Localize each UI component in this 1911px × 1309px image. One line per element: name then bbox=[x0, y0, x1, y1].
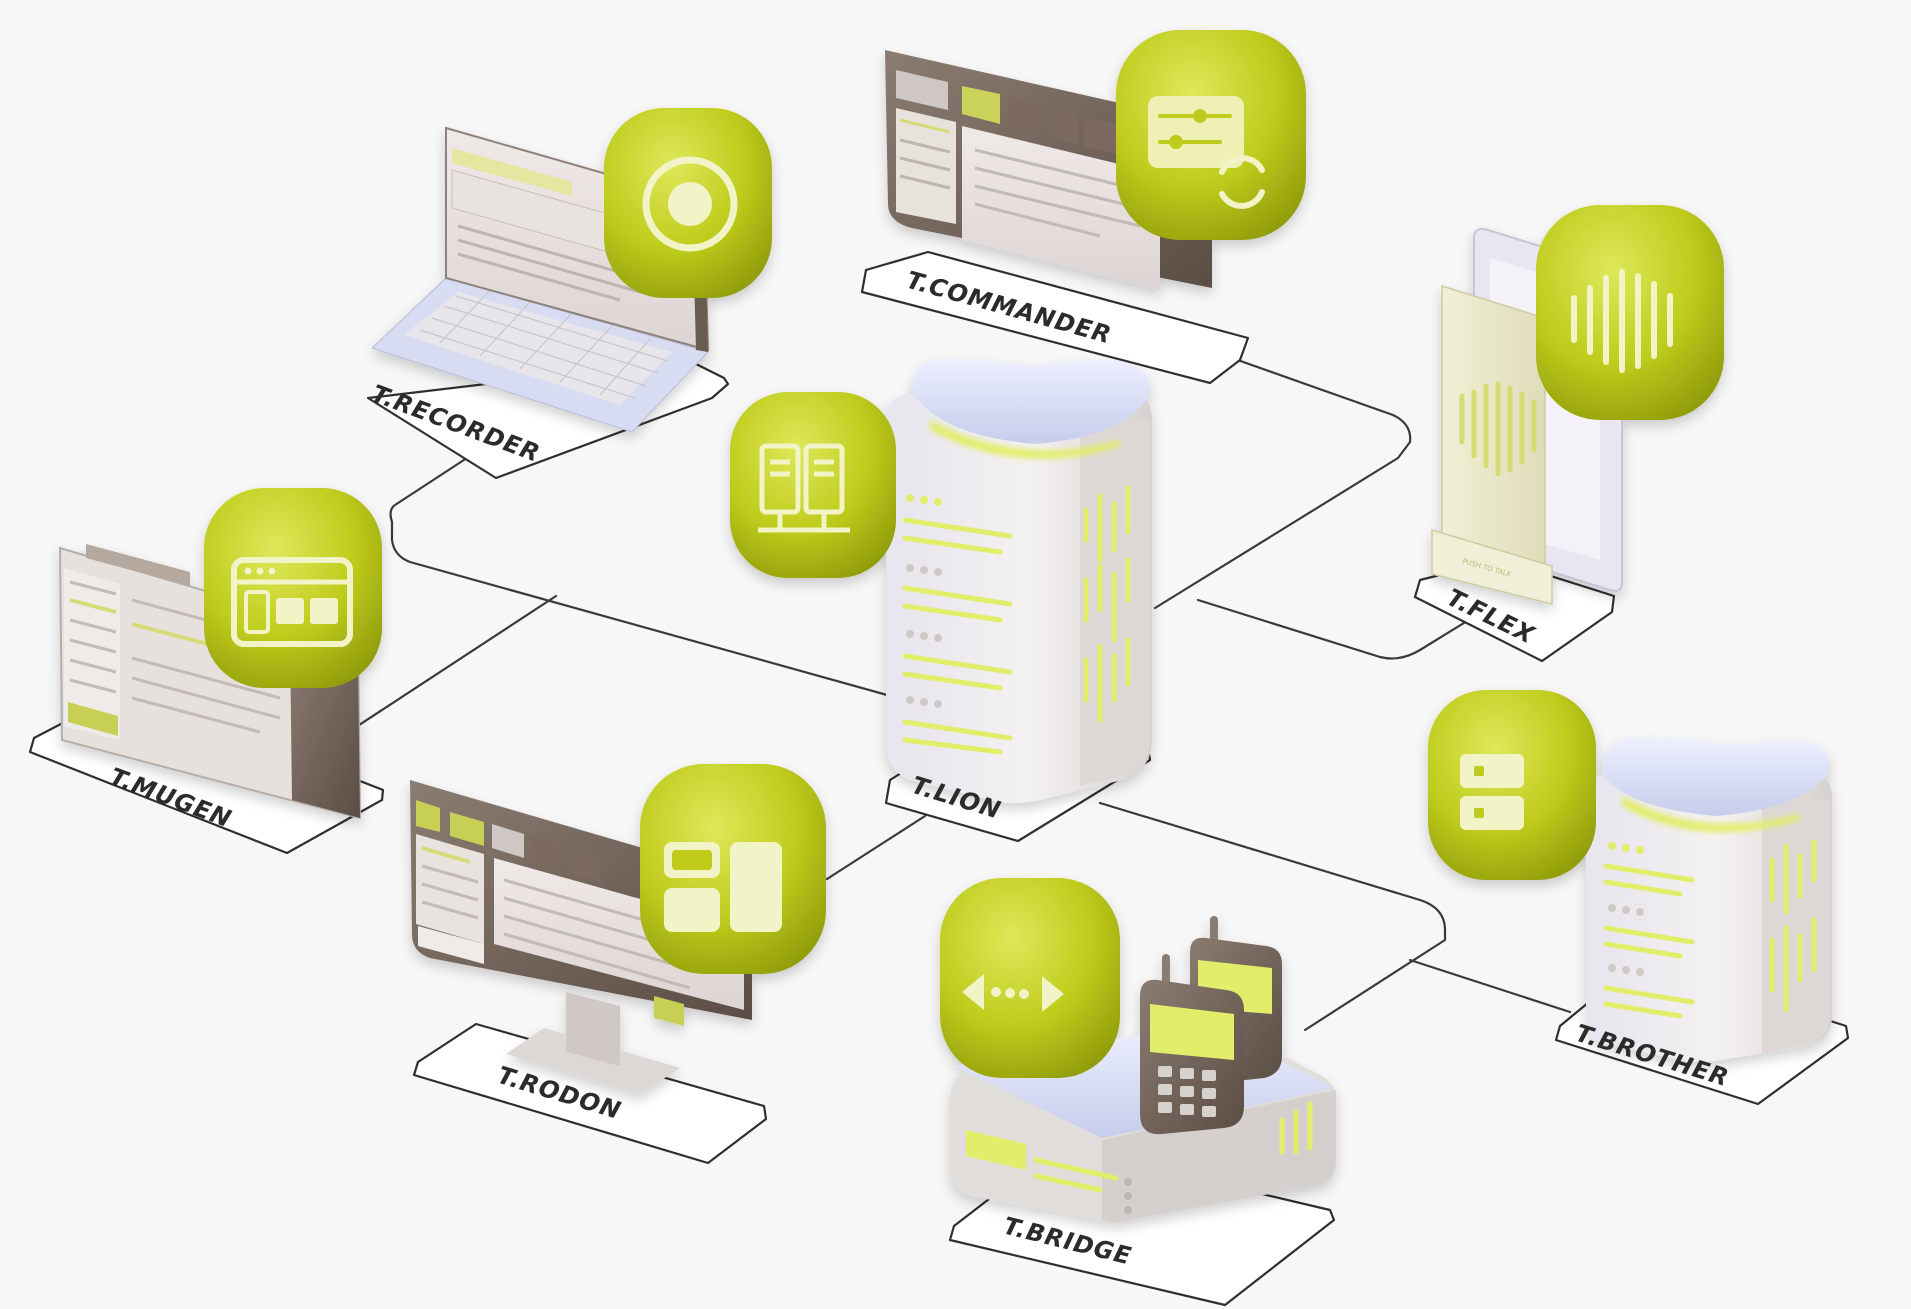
node-lion[interactable] bbox=[730, 358, 1152, 803]
server-led-rows bbox=[902, 494, 1013, 755]
node-commander[interactable] bbox=[885, 30, 1306, 290]
badge-commander bbox=[1116, 30, 1306, 240]
badge-recorder bbox=[604, 108, 772, 298]
plate-rodon bbox=[412, 1022, 768, 1165]
server-tower-small-device bbox=[1586, 738, 1832, 1062]
walkie-talkie-front bbox=[1140, 954, 1244, 1135]
connection-brother bbox=[1408, 958, 1572, 1014]
bidirectional-arrows-icon bbox=[962, 974, 1064, 1012]
node-rodon[interactable] bbox=[410, 764, 826, 1094]
plate-commander bbox=[860, 250, 1250, 385]
sliders-sync-icon bbox=[1148, 96, 1265, 209]
server-stack-icon bbox=[1460, 754, 1524, 830]
badge-mugen bbox=[204, 488, 382, 688]
server-side-vents bbox=[1083, 485, 1131, 723]
connection-mugen-lion bbox=[351, 594, 558, 731]
connection-lion-bridge-brother bbox=[1098, 801, 1447, 1032]
plate-flex bbox=[1413, 558, 1616, 663]
server-tower-device bbox=[886, 358, 1152, 803]
waveform-icon bbox=[1571, 269, 1673, 373]
badge-lion bbox=[730, 392, 896, 578]
badge-flex bbox=[1536, 205, 1724, 420]
dashboard-layout-icon bbox=[664, 842, 782, 932]
connection-commander-lion bbox=[1153, 350, 1412, 610]
connection-rodon-lion bbox=[825, 814, 927, 881]
badge-brother bbox=[1428, 690, 1596, 880]
radio-gateway-device bbox=[950, 916, 1336, 1222]
node-mugen[interactable] bbox=[58, 488, 382, 820]
badge-bridge bbox=[940, 878, 1120, 1078]
desktop-monitor-device bbox=[410, 780, 752, 1094]
browser-window-icon bbox=[231, 557, 353, 647]
node-bridge[interactable] bbox=[940, 878, 1336, 1222]
connection-flex-lion bbox=[1196, 598, 1487, 660]
connection-lines bbox=[351, 350, 1572, 1032]
record-icon bbox=[642, 156, 738, 252]
server-network-icon bbox=[758, 443, 850, 533]
node-brother[interactable] bbox=[1428, 690, 1832, 1062]
node-recorder[interactable] bbox=[371, 108, 772, 433]
node-flex[interactable]: PUSH TO TALK bbox=[1431, 205, 1724, 605]
badge-rodon bbox=[640, 764, 826, 974]
connection-recorder-lion bbox=[389, 454, 907, 702]
